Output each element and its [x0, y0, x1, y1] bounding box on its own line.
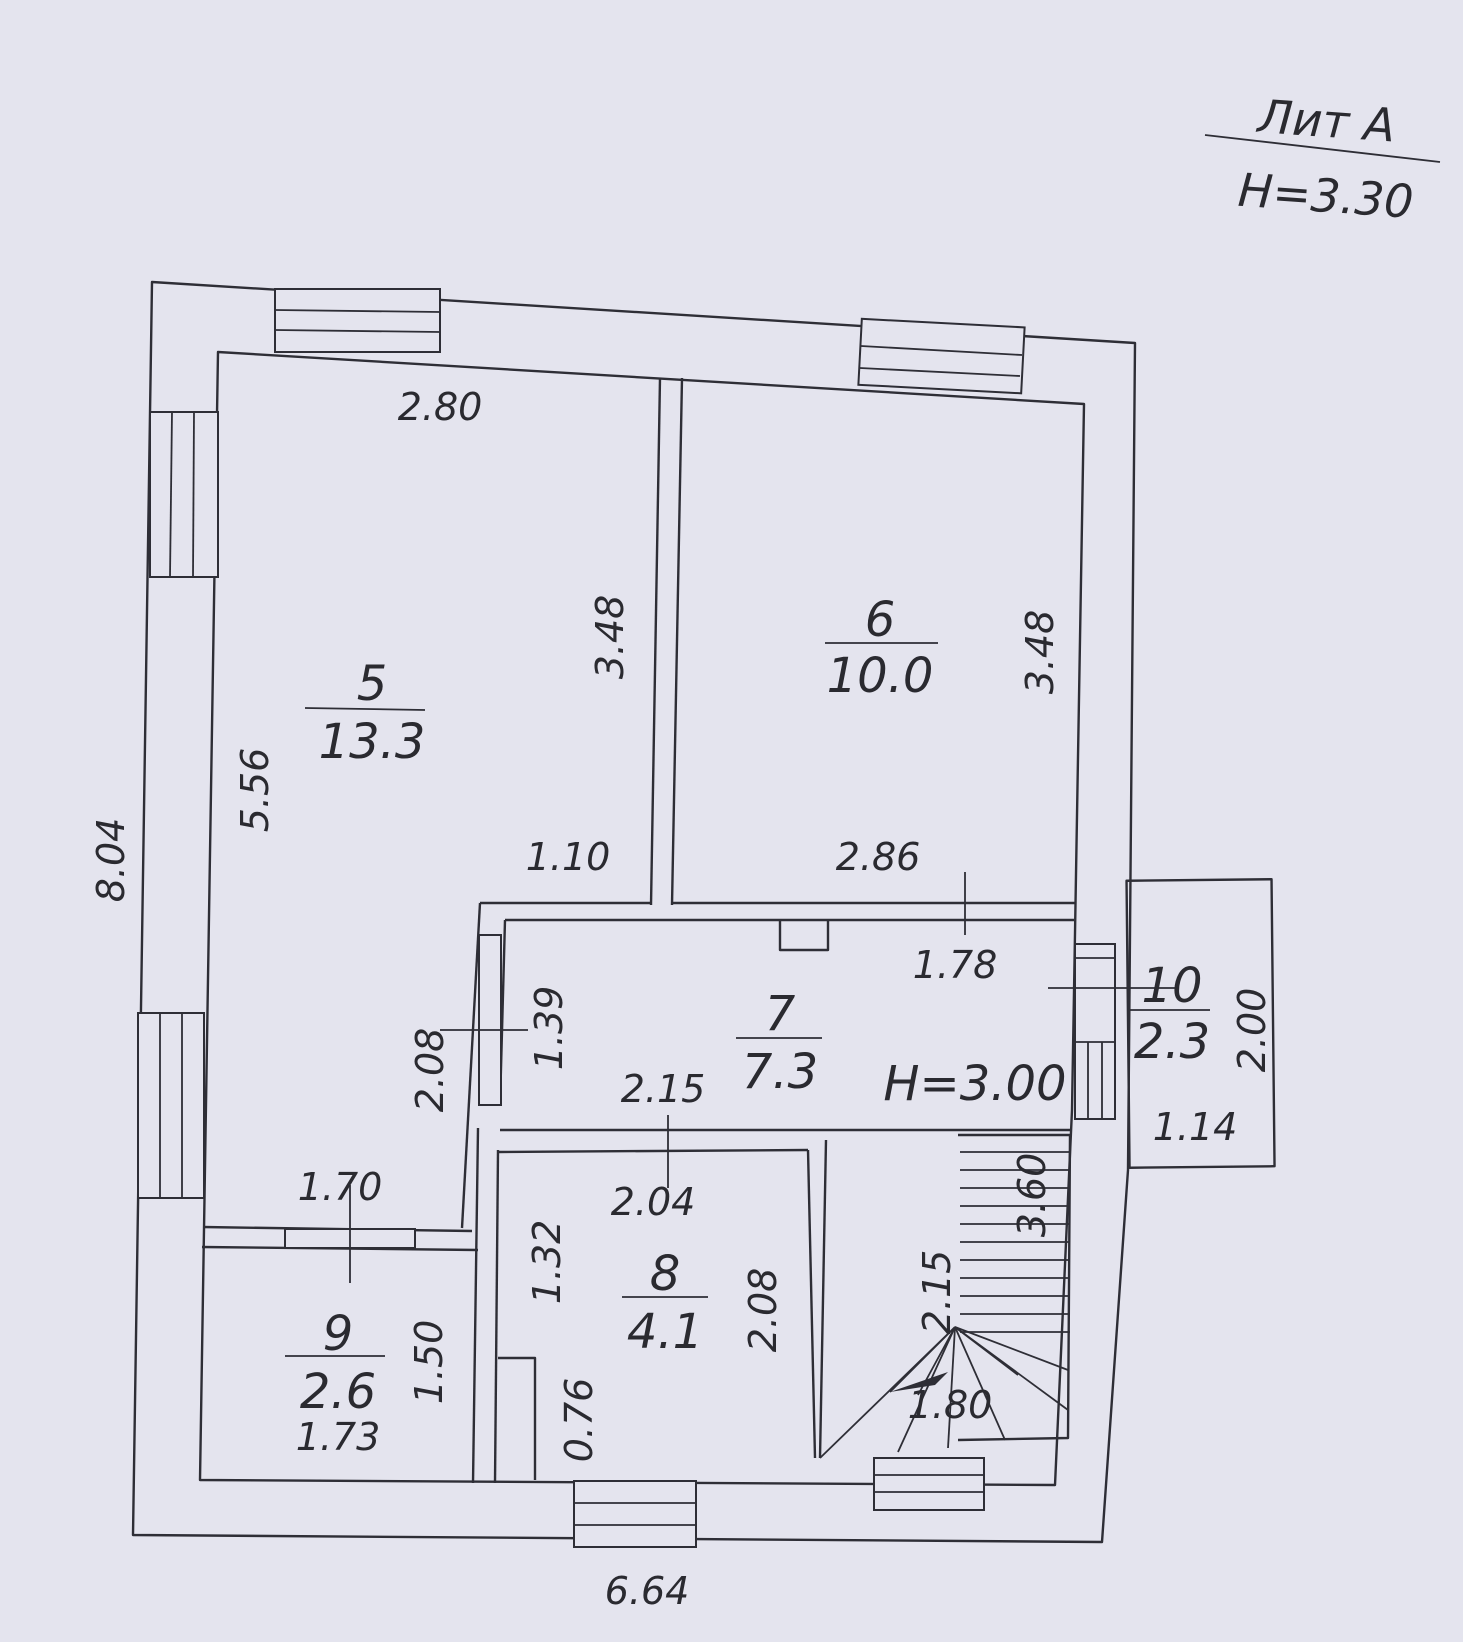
room-7-number: 7 — [765, 986, 796, 1042]
room-6-area: 10.0 — [827, 648, 934, 704]
dim-r9-height: 1.50 — [407, 1320, 451, 1405]
partition-9-8 — [471, 1127, 500, 1484]
dim-stair-width: 1.80 — [908, 1383, 993, 1427]
duct-niche — [778, 920, 830, 952]
dim-r5-right: 3.48 — [588, 595, 632, 680]
dim-r5-bottom: 1.70 — [298, 1165, 383, 1209]
dim-r8-right: 2.08 — [741, 1268, 785, 1353]
door-room-10 — [1074, 943, 1116, 1120]
inner-wall-line — [198, 350, 1086, 1487]
room-7-label: 7 7.3 H=3.00 — [742, 986, 1067, 1112]
dim-r8-width: 2.04 — [611, 1180, 696, 1224]
header-block: Лит А H=3.30 — [1204, 89, 1441, 229]
room-9-label: 9 2.6 — [300, 1306, 376, 1420]
window-bottom-right — [873, 1457, 985, 1511]
stair-arrow — [890, 1372, 948, 1392]
niche-8 — [498, 1356, 537, 1480]
dim-r5-width: 2.80 — [398, 385, 483, 429]
dim-r8-left: 1.32 — [525, 1220, 569, 1305]
room-10-label: 10 2.3 — [1134, 958, 1210, 1070]
room-6-number: 6 — [865, 592, 896, 648]
window-left-upper — [149, 411, 219, 578]
dim-r6-width: 2.86 — [836, 835, 921, 879]
dim-r7-left: 1.39 — [527, 986, 571, 1071]
stair-treads — [960, 1151, 1070, 1333]
dim-r8-niche: 0.76 — [557, 1378, 601, 1463]
overall-height: 8.04 — [89, 818, 133, 903]
window-bottom-left — [573, 1480, 697, 1548]
staircase — [819, 1133, 1072, 1459]
room-6-label: 6 10.0 — [827, 592, 934, 704]
room-8-number: 8 — [650, 1246, 681, 1302]
dim-r7-right: 1.78 — [913, 943, 998, 987]
dim-stair-height: 2.15 — [915, 1250, 959, 1335]
dim-r10-height: 2.00 — [1230, 988, 1274, 1073]
dim-r7-width: 2.15 — [621, 1067, 706, 1111]
room-9-area: 2.6 — [300, 1364, 376, 1420]
window-left-lower — [137, 1012, 205, 1199]
room-8-area: 4.1 — [627, 1304, 703, 1360]
header-divider — [1204, 134, 1441, 163]
porch-room-10 — [1125, 878, 1276, 1169]
door-room-10-mullions — [1075, 957, 1115, 1118]
fraction-bars — [285, 642, 1210, 1357]
partition-5-9 — [201, 1225, 479, 1252]
window-top-left — [274, 288, 441, 353]
window-room-7-left — [478, 934, 502, 1106]
dim-stair-length: 3.60 — [1010, 1153, 1054, 1238]
overall-width: 6.64 — [605, 1569, 690, 1613]
dim-r5-length: 5.56 — [233, 748, 277, 833]
room-9-number: 9 — [323, 1306, 354, 1362]
dim-r5-lower: 1.10 — [526, 835, 611, 879]
dim-r9-width: 1.73 — [296, 1415, 381, 1459]
leaders — [349, 872, 966, 1283]
dim-r10-width: 1.14 — [1153, 1105, 1238, 1149]
room-5-label: 5 13.3 — [319, 656, 426, 770]
plan-height: H=3.30 — [1236, 163, 1415, 229]
room-7-area: 7.3 — [742, 1044, 818, 1100]
room-7-height: H=3.00 — [883, 1056, 1066, 1112]
room-10-area: 2.3 — [1134, 1014, 1210, 1070]
plan-title: Лит А — [1254, 89, 1397, 153]
room-8-label: 8 4.1 — [627, 1246, 703, 1360]
dim-r6-right: 3.48 — [1018, 610, 1062, 695]
room-5-number: 5 — [357, 656, 388, 712]
partition-6-7 — [460, 901, 1076, 1229]
partition-7-8 — [497, 1128, 1072, 1480]
room-5-area: 13.3 — [319, 714, 426, 770]
window-top-right — [857, 317, 1026, 395]
room-10-number: 10 — [1141, 958, 1202, 1014]
partition-5-6 — [649, 377, 684, 906]
dim-r7-side: 2.08 — [408, 1028, 452, 1113]
